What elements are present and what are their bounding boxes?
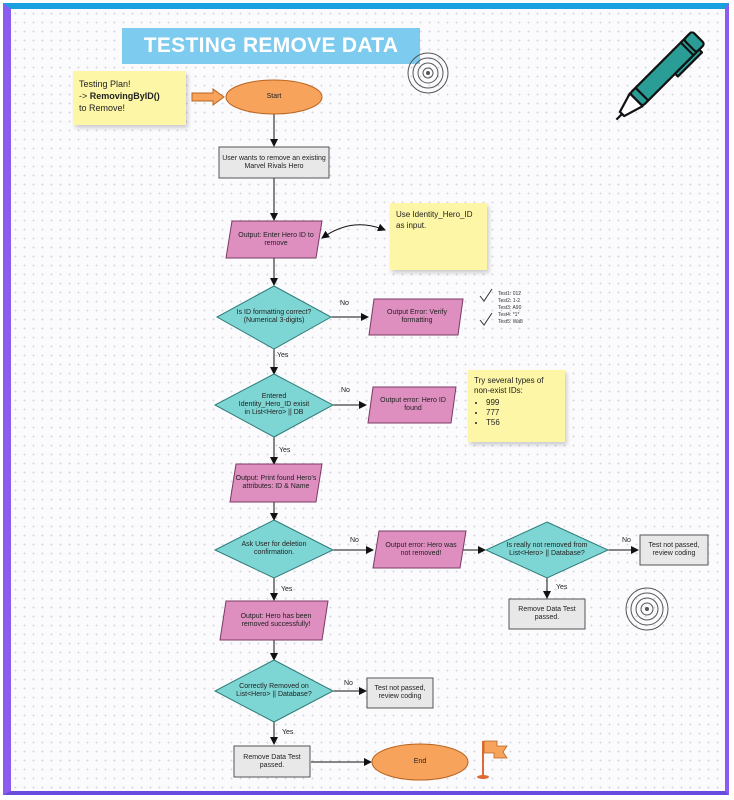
- identity-note-text: Use Identity_Hero_ID as input.: [396, 210, 473, 230]
- edge-label-no: No: [341, 387, 350, 394]
- start-node: Start: [266, 93, 282, 100]
- plan-note-arrow: ->: [79, 91, 90, 101]
- ids-list: 999 777 T56: [474, 398, 559, 428]
- error-format-shape: [368, 298, 464, 336]
- test-not-passed-1-shape: [639, 534, 709, 566]
- removed-success-node: Output: Hero has been removed successful…: [240, 612, 312, 628]
- ids-list-item: 777: [486, 408, 559, 418]
- enter-id-node: Output: Enter Hero ID to remove: [238, 231, 314, 247]
- really-not-removed-node: Is really not removed from List<Hero> ||…: [506, 542, 588, 557]
- exists-check-shape: [213, 373, 335, 438]
- edge-label-yes: Yes: [279, 447, 291, 454]
- ids-note-intro: Try several types of non-exist IDs:: [474, 376, 544, 395]
- plan-arrow: [191, 88, 225, 106]
- pen-icon: [615, 31, 705, 121]
- correctly-removed-node: Correctly Removed on List<Hero> || Datab…: [236, 683, 312, 698]
- error-found-node: Output error: Hero ID found: [380, 397, 446, 412]
- test-case: Test5: Wa8: [498, 319, 523, 325]
- ask-confirm-node: Ask User for deletion confirmation.: [241, 541, 307, 556]
- edge-label-yes: Yes: [556, 584, 568, 591]
- end-node: End: [413, 758, 427, 765]
- ask-confirm-shape: [213, 519, 335, 579]
- remove-passed-node: Remove Data Test passed.: [518, 606, 576, 621]
- edge-label-no: No: [622, 537, 631, 544]
- exists-check-node: Entered Identity_Hero_ID exisit in List<…: [238, 393, 310, 416]
- connectors: [270, 114, 639, 766]
- start-node-shape: [225, 79, 323, 115]
- target-icon: [407, 52, 449, 94]
- edge-label-yes: Yes: [277, 352, 289, 359]
- ids-list-item: 999: [486, 398, 559, 408]
- plan-note-line2: -> RemovingByID(): [79, 90, 180, 102]
- format-check-node: Is ID formatting correct? (Numerical 3-d…: [236, 309, 312, 324]
- print-found-node: Output: Print found Hero's attributes: I…: [235, 475, 317, 490]
- ids-list-item: T56: [486, 418, 559, 428]
- error-format-node: Output Error: Verify formatting: [387, 309, 447, 324]
- remove-passed-1-shape: [508, 598, 586, 630]
- plan-note-line1: Testing Plan!: [79, 79, 131, 89]
- removed-success-shape: [219, 600, 329, 641]
- test-cases-list: Test1: 012 Test2: 1-2 Test3: A90 Test4: …: [498, 291, 548, 326]
- edge-label-yes: Yes: [281, 586, 293, 593]
- identity-note: Use Identity_Hero_ID as input.: [390, 203, 487, 270]
- remove-passed-2-shape: [233, 745, 311, 778]
- edge-label-yes: Yes: [282, 729, 294, 736]
- format-check-shape: [215, 285, 333, 350]
- checkmark-icon: [479, 312, 493, 326]
- error-not-removed-shape: [372, 530, 467, 569]
- error-not-removed-node: Output error: Hero was not removed!: [385, 541, 457, 557]
- test-case: Test1: 012: [498, 291, 522, 297]
- test-not-passed-node: Test not passed, review coding: [648, 542, 700, 557]
- plan-note-method: RemovingByID(): [89, 91, 160, 101]
- test-case: Test3: A90: [498, 305, 522, 311]
- really-not-removed-shape: [484, 521, 610, 579]
- edge-label-no: No: [340, 300, 349, 307]
- test-case: Test4: *1*: [498, 312, 520, 318]
- target-icon: [625, 587, 669, 631]
- test-not-passed-2-shape: [366, 677, 434, 709]
- remove-passed-node: Remove Data Test passed.: [243, 753, 301, 769]
- flag-icon: [477, 740, 508, 779]
- end-node-shape: [371, 743, 469, 781]
- print-found-shape: [229, 463, 323, 503]
- test-not-passed-node: Test not passed, review coding: [374, 685, 426, 700]
- plan-note-line3: to Remove!: [79, 103, 126, 113]
- user-wants-node: User wants to remove an existing Marvel …: [222, 154, 326, 170]
- user-wants-shape: [218, 146, 330, 179]
- edge-label-no: No: [350, 537, 359, 544]
- checkmark-icon: [479, 288, 493, 302]
- edge-label-no: No: [344, 680, 353, 687]
- testing-plan-note: Testing Plan! -> RemovingByID() to Remov…: [73, 71, 186, 125]
- error-found-shape: [367, 386, 457, 424]
- test-case: Test2: 1-2: [498, 298, 520, 304]
- correctly-removed-shape: [213, 659, 335, 723]
- non-exist-ids-note: Try several types of non-exist IDs: 999 …: [468, 370, 565, 442]
- canvas-frame: [3, 3, 729, 795]
- enter-id-shape: [225, 220, 323, 259]
- page-title: TESTING REMOVE DATA: [122, 28, 420, 64]
